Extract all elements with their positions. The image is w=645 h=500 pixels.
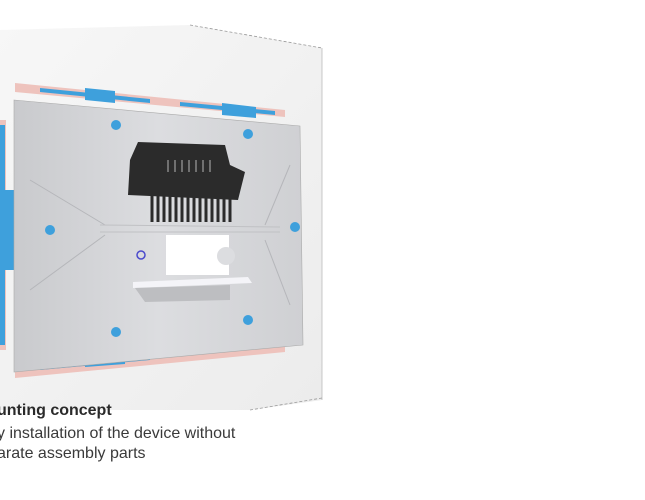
heatsink bbox=[128, 142, 245, 222]
caption-title: unting concept bbox=[0, 402, 112, 419]
caption-line-2: arate assembly parts bbox=[0, 445, 146, 462]
label-area bbox=[133, 235, 252, 302]
device-housing bbox=[13, 99, 304, 373]
mounting-plate-top bbox=[15, 83, 285, 118]
caption-line-1: y installation of the device without bbox=[0, 425, 236, 442]
mounting-clips bbox=[45, 120, 300, 337]
